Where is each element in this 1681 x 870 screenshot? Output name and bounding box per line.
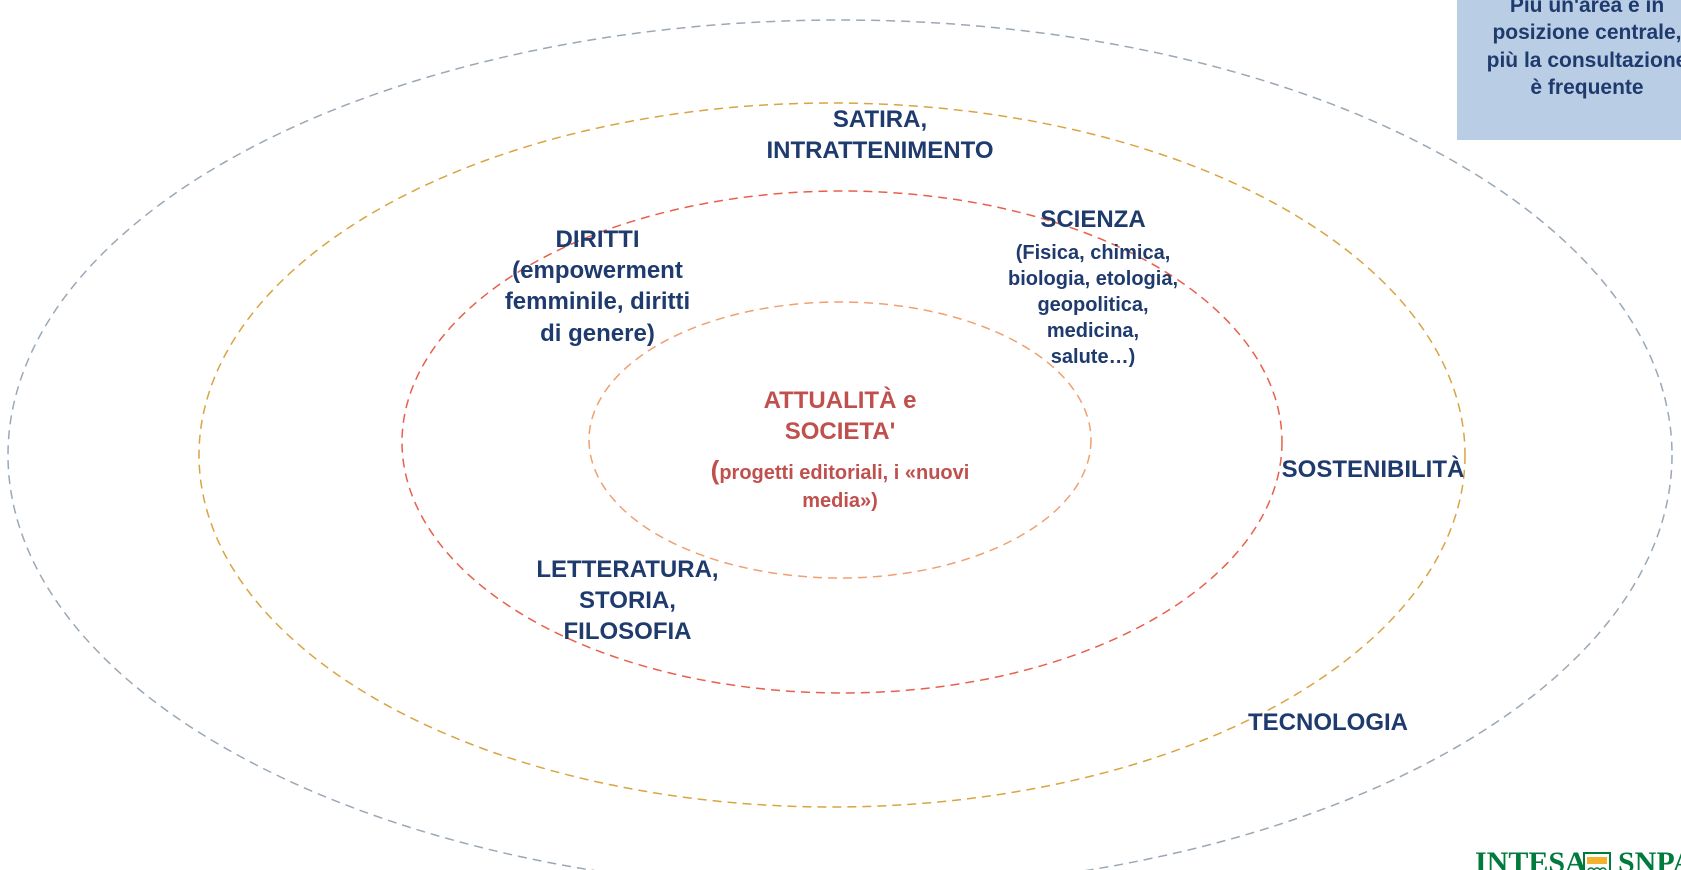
center-subtitle-text: progetti editoriali, i «nuovi media») xyxy=(719,462,970,512)
label-scienza-detail: (Fisica, chimica, biologia, etologia, ge… xyxy=(1008,242,1178,368)
ring-second xyxy=(401,190,1283,694)
logo-text-right: SNPAOLO xyxy=(1618,846,1681,870)
label-satira: SATIRA, INTRATTENIMENTO xyxy=(766,106,994,165)
label-tecnologia: TECNOLOGIA xyxy=(1248,709,1408,736)
center-subtitle: (progetti editoriali, i «nuovi media») xyxy=(665,454,1015,514)
intesa-sanpaolo-logo: INTESA SNPAOLO xyxy=(1475,848,1681,870)
frequency-note-box: Più un'area è in posizione centrale, più… xyxy=(1457,0,1681,140)
label-letteratura: LETTERATURA, STORIA, FILOSOFIA xyxy=(536,556,719,646)
ring-third xyxy=(198,102,1466,808)
label-diritti: DIRITTI (empowerment femminile, diritti … xyxy=(504,226,691,347)
center-title: ATTUALITÀ e SOCIETA' xyxy=(763,387,917,446)
label-sostenibilita: SOSTENIBILITÀ xyxy=(1281,456,1465,483)
label-scienza-title: SCIENZA xyxy=(1040,206,1146,233)
frequency-note-text: Più un'area è in posizione centrale, più… xyxy=(1486,0,1681,99)
center-subtitle-paren: ( xyxy=(710,455,720,485)
logo-text-left: INTESA xyxy=(1475,846,1587,870)
ring-inner xyxy=(588,301,1092,579)
ring-outer xyxy=(7,19,1673,870)
bridge-logo-icon xyxy=(1583,852,1611,870)
